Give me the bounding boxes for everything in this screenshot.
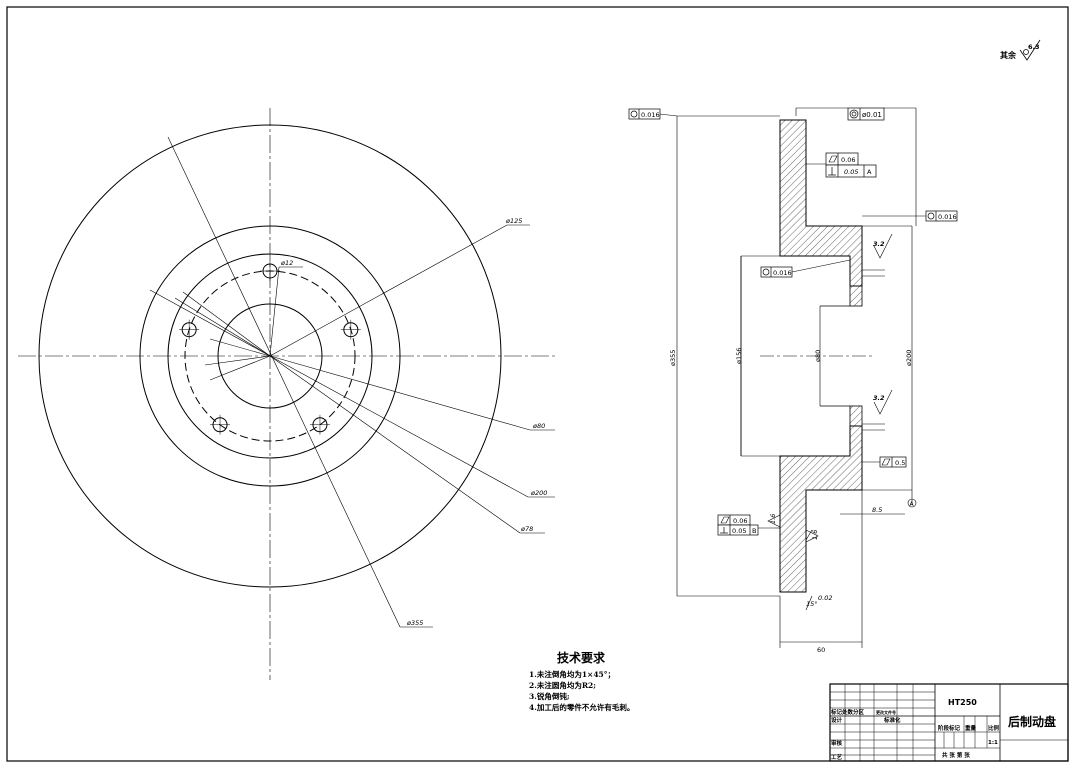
- requirement-item: 4.加工后的零件不允许有毛刺。: [529, 702, 634, 712]
- surface-note-value: 6.3: [1028, 43, 1040, 51]
- dim-d78: ø78: [520, 525, 533, 533]
- svg-text:设计: 设计: [831, 716, 843, 724]
- drawing-border: [6, 6, 1069, 762]
- coaxiality-icon: [849, 109, 859, 119]
- title-block-text: HT250 后制动盘 1:1 标记处数分区 更改文件号 设计 标准化 阶段标记 …: [830, 698, 1056, 761]
- ra-face-right: 1.6: [811, 530, 819, 540]
- material: HT250: [948, 698, 977, 707]
- svg-text:0.5: 0.5: [895, 459, 905, 467]
- ra-face-left: 1.6: [769, 514, 777, 524]
- dim-d12: ø12: [280, 259, 293, 267]
- outer-circle-d355: [38, 124, 502, 588]
- feature-control-frames: 0.016 ø0.01 0.06 0.05 A 0.016: [628, 107, 958, 536]
- datum-a-marker: [907, 498, 917, 508]
- datum-a-label: A: [910, 501, 915, 508]
- leader-d125: [269, 224, 508, 357]
- front-view: [18, 108, 557, 680]
- part-name: 后制动盘: [1008, 714, 1056, 729]
- requirement-item: 2.未注圆角均为R2;: [529, 680, 596, 690]
- svg-text:0.05: 0.05: [844, 168, 858, 176]
- dim-d200-section: ø200: [905, 350, 913, 366]
- requirements-title: 技术要求: [557, 650, 606, 665]
- ra-hub-top: 3.2: [873, 240, 885, 248]
- svg-text:A: A: [867, 168, 872, 176]
- svg-text:0.06: 0.06: [841, 156, 855, 164]
- circle-d156: [167, 253, 373, 459]
- dim-angle-tol: 0.02: [818, 594, 832, 602]
- leader-d78: [269, 355, 521, 534]
- roughness-symbol-icon: [873, 233, 893, 259]
- svg-text:0.016: 0.016: [641, 111, 660, 119]
- fcf-runout-outer: 0.016: [628, 108, 661, 120]
- title-block: [829, 683, 1069, 762]
- section-hatch-top: [779, 119, 863, 287]
- dim-d125: ø125: [505, 217, 522, 225]
- leader-d80: [269, 355, 531, 431]
- section-hatch-bottom: [779, 425, 863, 593]
- svg-text:标记处数分区: 标记处数分区: [830, 708, 865, 716]
- dim-width: 60: [817, 646, 825, 654]
- surface-roughness-note: 其余 6.3: [1000, 39, 1041, 61]
- roughness-symbol-icon: [873, 389, 893, 415]
- svg-text:0.05: 0.05: [732, 527, 746, 535]
- dim-d200: ø200: [530, 489, 547, 497]
- flatness-icon: [720, 516, 730, 524]
- svg-text:更改文件号: 更改文件号: [876, 709, 896, 715]
- roughness-symbol-icon: [767, 514, 781, 528]
- leader-d200: [269, 355, 529, 498]
- svg-text:0.016: 0.016: [938, 213, 957, 221]
- technical-requirements: 技术要求 1.未注倒角均为1×45°； 2.未注圆角均为R2; 3.锐角倒钝; …: [529, 650, 634, 712]
- scale-value: 1:1: [988, 740, 998, 746]
- fcf-flatness-perp-top: 0.06 0.05 A: [825, 152, 877, 178]
- dim-d80: ø80: [532, 422, 545, 430]
- fcf-flatness-perp-lower: 0.06 0.05 B: [717, 514, 775, 536]
- leader-d12: [269, 266, 280, 357]
- leader-d355: [167, 136, 401, 628]
- svg-text:0.016: 0.016: [773, 269, 792, 277]
- fcf-coaxial-bore: ø0.01: [847, 107, 885, 121]
- svg-text:比例: 比例: [988, 724, 1000, 732]
- dim-od: ø355: [669, 350, 677, 366]
- ra-hub-bottom: 3.2: [873, 394, 885, 402]
- circular-runout-icon: [630, 110, 638, 118]
- surface-note-prefix: 其余: [1000, 50, 1017, 60]
- fcf-runout-right: 0.016: [925, 210, 958, 222]
- circular-runout-icon: [927, 212, 935, 220]
- svg-text:ø0.01: ø0.01: [862, 111, 882, 119]
- svg-text:审核: 审核: [831, 739, 843, 747]
- dim-d355: ø355: [406, 619, 423, 627]
- svg-text:阶段标记: 阶段标记: [938, 724, 961, 732]
- hub-bore-d80: [217, 303, 323, 409]
- roughness-symbol-icon: [805, 529, 819, 543]
- dim-d80-section: ø80: [814, 350, 822, 362]
- flatness-icon: [881, 458, 891, 466]
- svg-text:0.06: 0.06: [733, 517, 747, 525]
- bolt-holes: [179, 261, 361, 435]
- requirement-item: 3.锐角倒钝;: [529, 691, 570, 701]
- svg-text:标准化: 标准化: [883, 716, 901, 724]
- dim-step: 8.5: [872, 506, 882, 514]
- circle-d200: [139, 225, 401, 487]
- requirement-item: 1.未注倒角均为1×45°；: [529, 669, 615, 680]
- front-view-dimension-text: ø125 ø12 ø80 ø200 ø78 ø355: [280, 217, 547, 627]
- svg-text:工艺: 工艺: [831, 753, 843, 761]
- roughness-symbol-icon: [1019, 39, 1041, 61]
- section-view: ø355 ø156 ø80 ø200 60 8.5 15° 0.02 3.2 3…: [659, 107, 926, 654]
- fcf-flatness-right: 0.5: [879, 456, 907, 468]
- svg-text:共 张 第 张: 共 张 第 张: [942, 751, 970, 759]
- dim-angle: 15°: [806, 600, 818, 608]
- flatness-icon: [828, 155, 838, 163]
- dim-d156: ø156: [735, 348, 743, 364]
- svg-text:B: B: [752, 527, 756, 535]
- svg-text:重量: 重量: [965, 724, 977, 732]
- roughness-circle-icon: [1023, 49, 1029, 55]
- fcf-runout-bore: 0.016: [760, 266, 793, 278]
- circular-runout-icon: [762, 268, 770, 276]
